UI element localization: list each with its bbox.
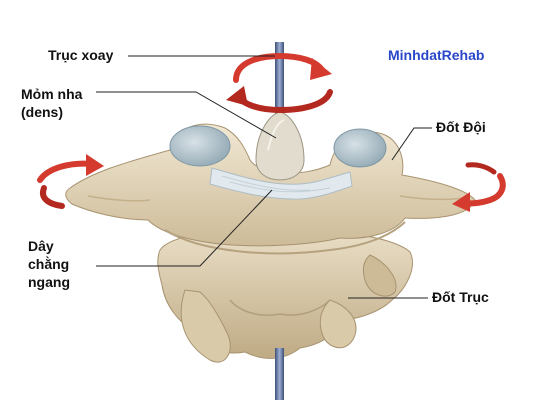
left-articular-facet (169, 125, 231, 167)
transverse-ligament-shape (209, 167, 353, 200)
leader-dens (96, 91, 277, 139)
label-rotation-axis: Trục xoay (48, 47, 114, 63)
rotation-arrow-icon (37, 154, 104, 209)
leader-ligament (96, 189, 273, 267)
dens-shape (255, 111, 305, 181)
label-ligament-line1: Dây (28, 238, 54, 254)
label-dens-line2: (dens) (21, 104, 63, 120)
label-ligament-line2: chằng (28, 256, 70, 272)
axis-vertebra-shape (157, 230, 413, 363)
rotation-arrow-icon (452, 162, 506, 212)
label-dens-line1: Mỏm nha (21, 86, 83, 102)
leader-atlas (391, 127, 432, 161)
label-ligament-line3: ngang (28, 274, 70, 290)
leader-lines (96, 55, 432, 299)
label-axis-vertebra: Đốt Trục (432, 289, 489, 305)
right-articular-facet (333, 128, 387, 168)
rotation-arrow-icon (226, 52, 333, 114)
brand-watermark: MinhdatRehab (388, 47, 485, 63)
label-atlas: Đốt Đội (436, 119, 486, 135)
